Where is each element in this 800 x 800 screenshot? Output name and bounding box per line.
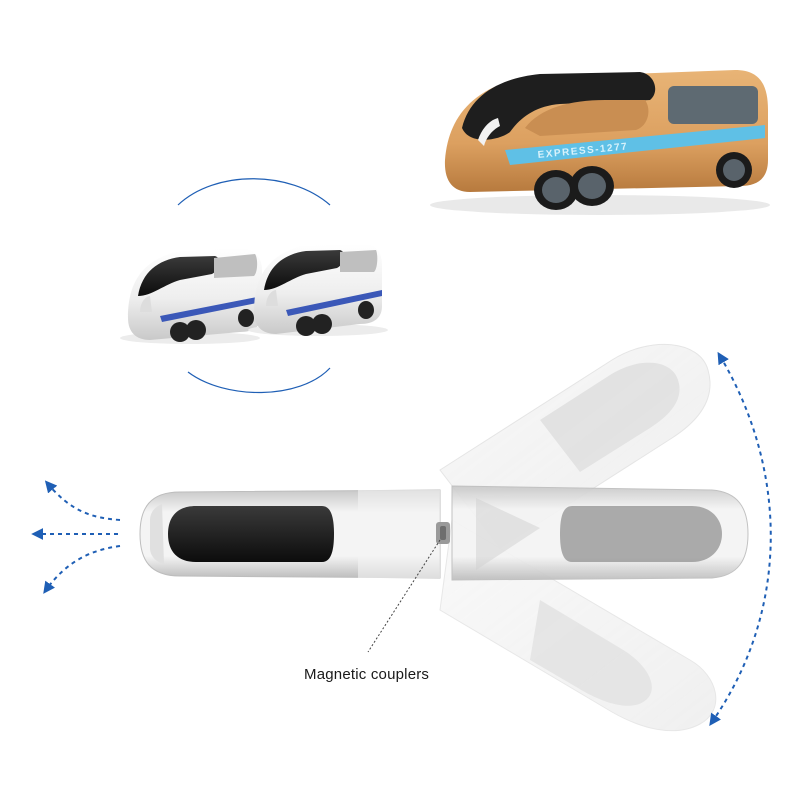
rotation-arc-top	[177, 178, 331, 206]
wooden-train-wheels	[534, 152, 752, 210]
direction-arrows-left	[31, 480, 121, 594]
small-train-left	[120, 248, 262, 344]
magnetic-couplers-label: Magnetic couplers	[304, 666, 430, 683]
top-view-car-left	[139, 489, 441, 579]
wooden-express-train: EXPRESS-1277	[430, 70, 770, 215]
rotation-arc-bottom	[187, 367, 331, 394]
top-view-car-right	[451, 485, 749, 581]
small-train-right	[248, 244, 388, 336]
magnetic-coupler-joint	[436, 522, 450, 544]
rotation-arrow-right	[709, 351, 772, 726]
